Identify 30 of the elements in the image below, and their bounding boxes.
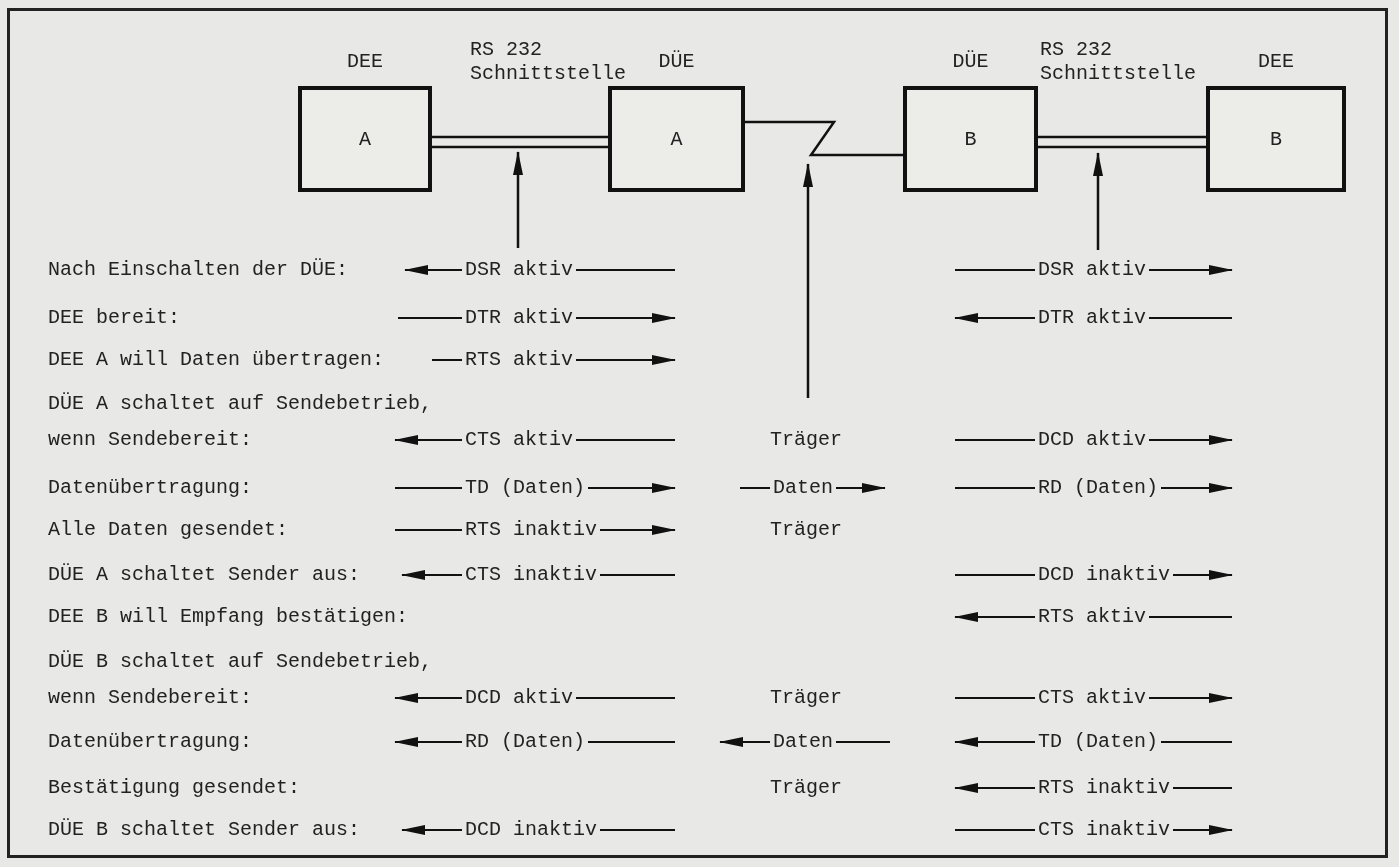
step-description: Bestätigung gesendet: <box>48 776 301 800</box>
device-letter: A <box>359 127 371 151</box>
carrier-label: Träger <box>770 776 842 800</box>
step-description: DEE A will Daten übertragen: <box>48 348 385 372</box>
step-description: DÜE A schaltet Sender aus: <box>48 563 361 587</box>
step-description: Datenübertragung: <box>48 476 253 500</box>
step-description: Alle Daten gesendet: <box>48 518 289 542</box>
device-heading: DEE <box>346 50 384 74</box>
signal-label: TD (Daten) <box>1035 730 1162 754</box>
device-letter: B <box>964 127 977 151</box>
signal-label: TD (Daten) <box>462 476 589 500</box>
step-description: DÜE B schaltet auf Sendebetrieb, wenn Sendebereit: <box>48 649 434 711</box>
step-description: DÜE B schaltet Sender aus: <box>48 818 361 842</box>
step-description: DEE B will Empfang bestätigen: <box>48 605 409 629</box>
device-heading: DÜE <box>951 50 990 74</box>
device-heading: DEE <box>1257 50 1295 74</box>
carrier-label: Träger <box>770 686 842 710</box>
device-letter: B <box>1270 127 1282 151</box>
carrier-label: Träger <box>770 428 842 452</box>
interface-label: RS 232 Schnittstelle <box>470 38 628 86</box>
interface-label: RS 232 Schnittstelle <box>1040 38 1198 86</box>
signal-label: RD (Daten) <box>1035 476 1162 500</box>
carrier-label: Träger <box>770 518 842 542</box>
device-letter: A <box>670 127 683 151</box>
step-description: Datenübertragung: <box>48 730 253 754</box>
step-description: DÜE A schaltet auf Sendebetrieb, wenn Sendebereit: <box>48 391 434 453</box>
transmission-line <box>745 120 903 157</box>
step-description: Nach Einschalten der DÜE: <box>48 258 349 282</box>
signal-label: RD (Daten) <box>462 730 589 754</box>
step-description: DEE bereit: <box>48 306 181 330</box>
